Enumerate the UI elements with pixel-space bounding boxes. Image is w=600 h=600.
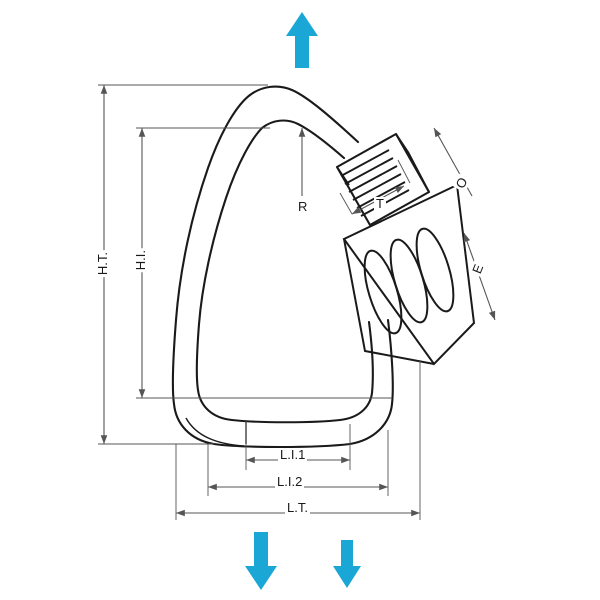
label-length-inner-1: L.I.1 — [278, 447, 308, 463]
load-arrow-bottom-right — [333, 540, 361, 588]
load-arrows — [245, 12, 361, 590]
gate-barrel — [342, 183, 476, 366]
label-thickness: T — [374, 196, 386, 212]
load-arrow-top — [286, 12, 318, 68]
quick-link-inner-detail — [185, 417, 247, 447]
label-length-total: L.T. — [285, 500, 310, 516]
load-arrow-bottom-left — [245, 532, 277, 590]
label-height-total: H.T. — [95, 250, 111, 278]
label-height-inner: H.I. — [133, 248, 149, 273]
label-radius: R — [296, 199, 310, 215]
label-length-inner-2: L.I.2 — [275, 474, 305, 490]
quick-link-outline — [171, 85, 394, 449]
